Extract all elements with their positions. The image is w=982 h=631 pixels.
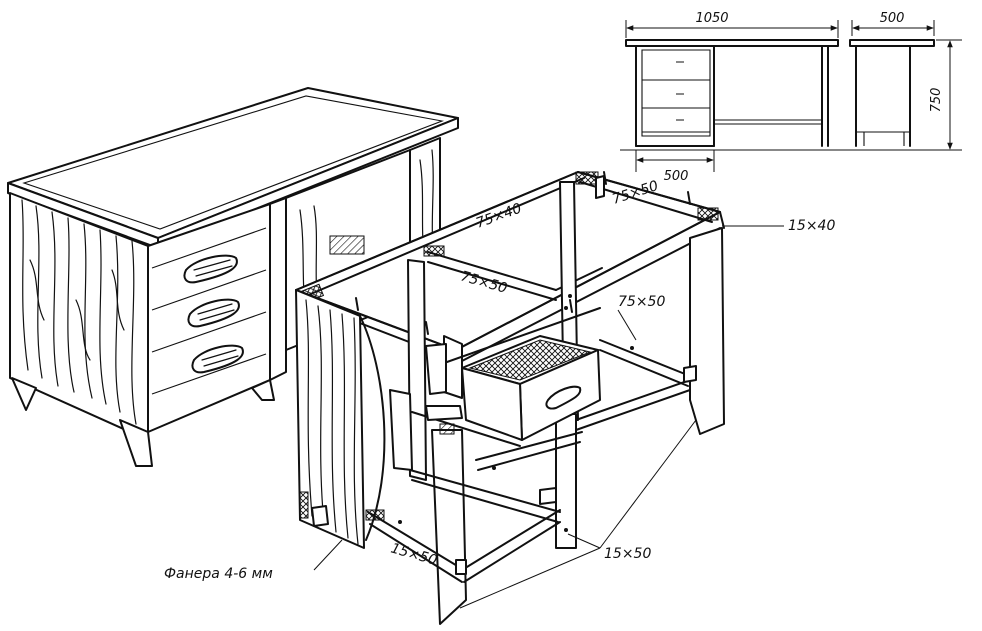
leader-lines [313, 225, 784, 609]
label-runner-rail: 75×50 [618, 294, 665, 310]
label-top-right-rail: 15×40 [788, 218, 835, 234]
front-elevation-view [620, 20, 950, 172]
drawer-handle-1 [183, 254, 238, 284]
height-dimension-label: 750 [929, 88, 944, 113]
plywood-panel-grain [305, 299, 359, 545]
depth-dimension-label: 500 [880, 11, 905, 26]
wood-grain-side [21, 149, 437, 425]
label-plywood: Фанера 4-6 мм [164, 566, 273, 582]
desk-frame-illustration [295, 171, 725, 625]
width-dimension-label: 1050 [695, 11, 728, 26]
label-bottom-rail: 15×50 [389, 540, 439, 568]
pedestal-width-label: 500 [664, 169, 689, 184]
drawer-handle-2 [187, 298, 240, 328]
label-legs: 15×50 [604, 546, 651, 562]
pulled-out-drawer [461, 335, 601, 441]
side-elevation-view [849, 20, 962, 151]
drawer-handle-3 [191, 344, 244, 374]
